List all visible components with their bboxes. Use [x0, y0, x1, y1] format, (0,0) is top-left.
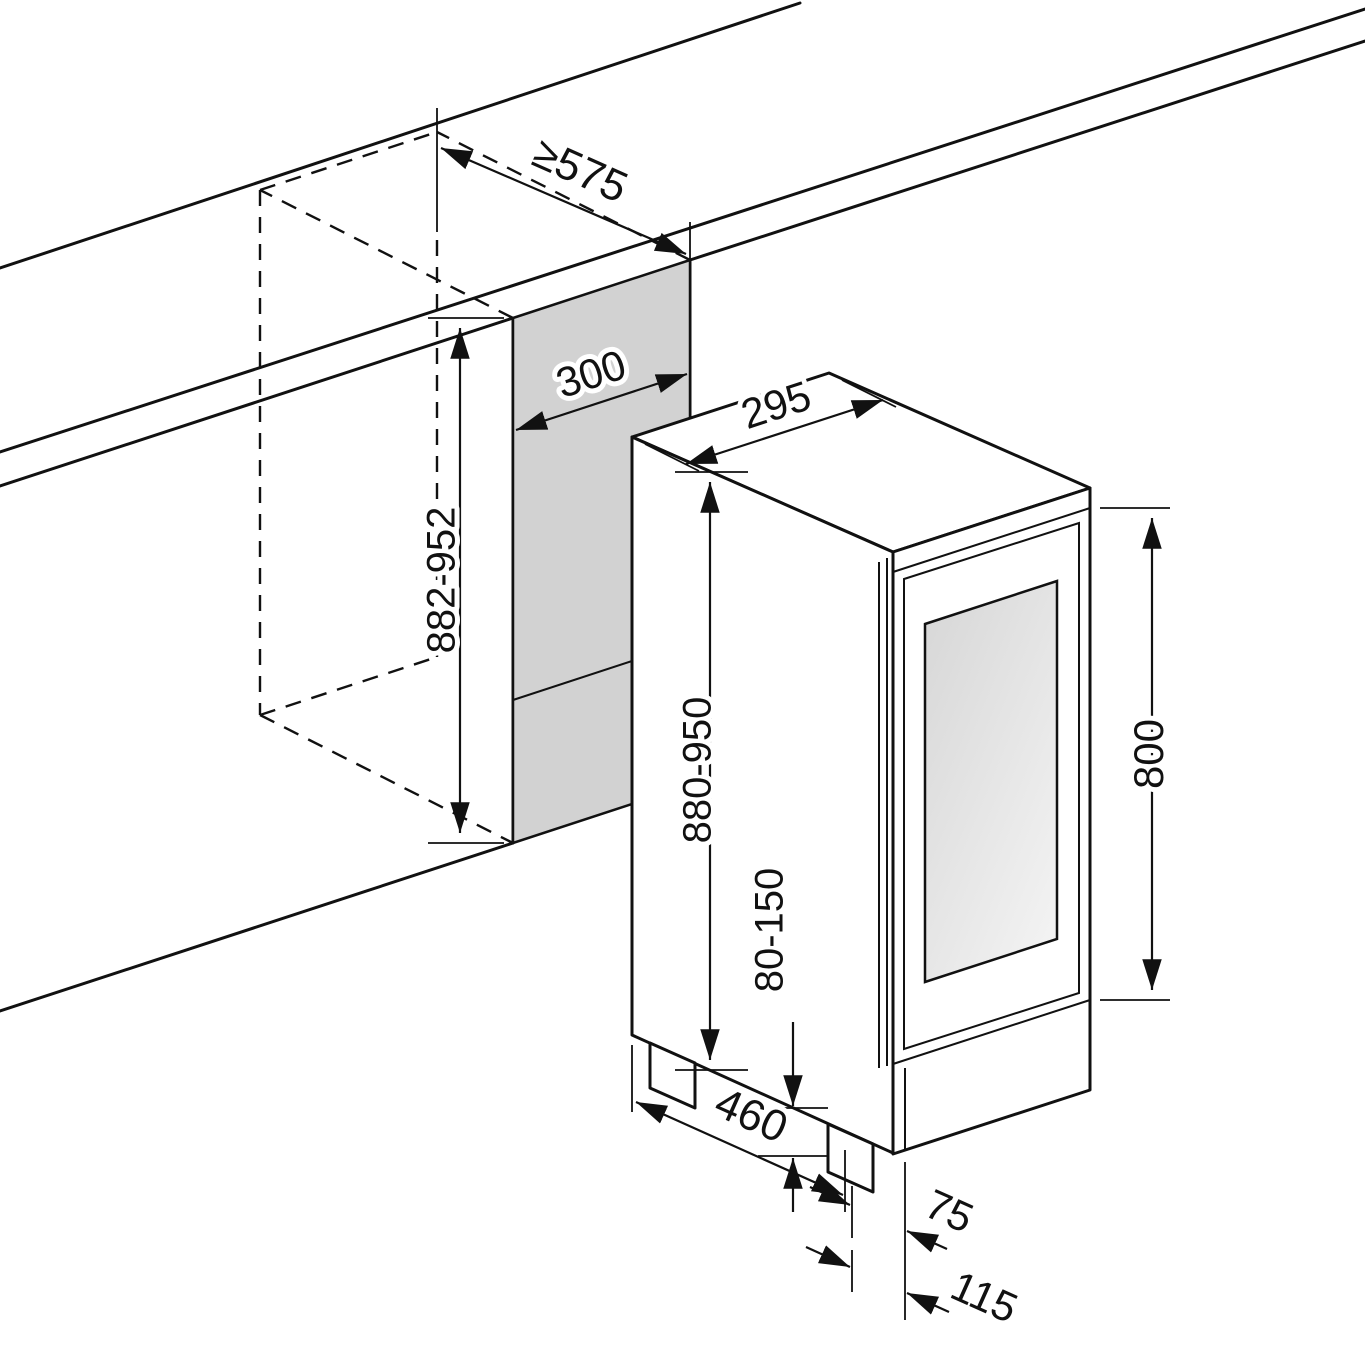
- door-height-label: 800: [1125, 719, 1172, 789]
- glass-door-panel: [923, 579, 1059, 984]
- door-inner-frame: [903, 521, 1080, 1051]
- niche-height-label: 882-952: [420, 507, 464, 654]
- appliance-height-label: 880-950: [676, 697, 720, 844]
- dim-leg-height: 80-150: [743, 863, 828, 1212]
- dim-plinth-depth: 115: [805, 1245, 1030, 1337]
- plinth-recess-label: 75: [918, 1180, 980, 1242]
- plinth-depth-label: 115: [944, 1262, 1024, 1332]
- dim-niche-height: 882-952: [415, 317, 504, 844]
- appliance-door: [878, 507, 1091, 1150]
- leg-height-label: 80-150: [748, 868, 792, 993]
- appliance-side-face: [630, 435, 895, 1155]
- dim-door-height: 800: [1100, 507, 1177, 1001]
- dim-appliance-height: 880-950: [671, 471, 748, 1071]
- niche-depth-label: ≥575: [526, 128, 635, 212]
